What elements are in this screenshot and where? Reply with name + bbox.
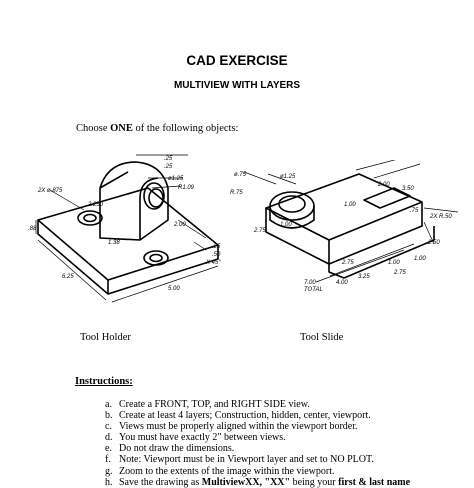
dim-label: R.75 bbox=[230, 190, 243, 196]
dim-label: .25 bbox=[164, 156, 173, 162]
list-item: e. Do not draw the dimensions. bbox=[105, 443, 470, 454]
instructions-heading: Instructions: bbox=[75, 376, 133, 387]
dim-label: 1.00 bbox=[280, 222, 292, 228]
instructions-list: a. Create a FRONT, TOP, and RIGHT SIDE vi… bbox=[105, 399, 470, 488]
dim-label: .25 bbox=[212, 244, 221, 250]
item-letter: d. bbox=[105, 432, 113, 444]
item-text: Create at least 4 layers; Construction, … bbox=[119, 410, 371, 422]
list-item: f. Note: Viewport must be in Viewport lay… bbox=[105, 454, 470, 465]
item-text: Note: Viewport must be in Viewport layer… bbox=[119, 454, 374, 466]
item-text: being your bbox=[290, 476, 339, 488]
dim-label: 3.50 bbox=[402, 186, 414, 192]
item-text: Zoom to the extents of the image within … bbox=[119, 465, 335, 477]
list-item: g. Zoom to the extents of the image withi… bbox=[105, 466, 470, 477]
dim-label: 2.75 bbox=[341, 260, 354, 266]
dim-label: .75 bbox=[410, 208, 419, 214]
dim-label: .88 bbox=[28, 226, 37, 232]
dim-label: 3.25 bbox=[358, 274, 370, 280]
list-item: h.Save the drawing as MultiviewXX, "XX" … bbox=[105, 477, 470, 488]
item-letter: a. bbox=[105, 399, 112, 410]
dim-label: 2X R.50 bbox=[429, 214, 452, 220]
dim-label: 5.00 bbox=[168, 286, 180, 292]
dim-label: R1.09 bbox=[178, 185, 195, 191]
item-letter: e. bbox=[105, 443, 112, 455]
dim-label: 7.00 bbox=[304, 280, 316, 286]
item-text: You must have exactly 2" between views. bbox=[119, 432, 286, 444]
tool-slide-caption: Tool Slide bbox=[300, 332, 344, 343]
dim-label: ø1.25 bbox=[280, 174, 296, 180]
list-item: d. You must have exactly 2" between views… bbox=[105, 432, 470, 443]
dim-label: TOTAL bbox=[304, 287, 323, 293]
tool-holder-caption: Tool Holder bbox=[80, 332, 131, 343]
tool-holder-drawing: .25 .25 ø1.25 R1.09 2X ø.875 2.250 .88 1… bbox=[28, 154, 221, 303]
list-item: c. Views must be properly aligned within … bbox=[105, 421, 470, 432]
choose-emphasis: ONE bbox=[110, 123, 133, 134]
item-text-bold: MultiviewXX, "XX" bbox=[201, 476, 291, 488]
dim-label: 6.25 bbox=[62, 274, 74, 280]
dim-label: 2.75 bbox=[393, 270, 406, 276]
item-text: Save the drawing as bbox=[119, 476, 202, 488]
item-text-bold: first & last name bbox=[338, 476, 411, 488]
choose-prompt: Choose ONE of the following objects: bbox=[76, 123, 238, 134]
dim-label: X 45° bbox=[205, 260, 221, 266]
dim-label: .50 bbox=[212, 252, 221, 258]
item-letter: h. bbox=[105, 476, 113, 488]
page-title: CAD EXERCISE bbox=[186, 53, 288, 68]
dim-label: 1.00 bbox=[388, 260, 400, 266]
choose-suffix: of the following objects: bbox=[132, 123, 239, 134]
item-text: Create a FRONT, TOP, and RIGHT SIDE view… bbox=[119, 399, 310, 410]
dim-label: 2.75 bbox=[253, 228, 266, 234]
dim-label: 2.00 bbox=[377, 182, 390, 188]
item-letter: c. bbox=[105, 421, 112, 433]
dim-label: 2.50 bbox=[427, 240, 440, 246]
dim-label: 2.250 bbox=[87, 202, 104, 208]
item-letter: b. bbox=[105, 410, 113, 422]
tool-slide-drawing: ø.75 ø1.25 R.75 2.00 3.50 1.00 .75 2X R.… bbox=[230, 160, 459, 293]
item-text: Do not draw the dimensions. bbox=[119, 443, 235, 455]
list-item: b. Create at least 4 layers; Construction… bbox=[105, 410, 470, 421]
item-text: Views must be properly aligned within th… bbox=[119, 421, 358, 433]
item-letter: f. bbox=[105, 454, 111, 466]
dim-label: 1.00 bbox=[344, 202, 356, 208]
dim-label: 4.00 bbox=[336, 280, 348, 286]
dim-label: 2X ø.875 bbox=[37, 188, 63, 194]
dim-label: 1.00 bbox=[414, 256, 426, 262]
dim-label: ø.75 bbox=[234, 172, 247, 178]
list-item: a. Create a FRONT, TOP, and RIGHT SIDE vi… bbox=[105, 399, 470, 410]
dim-label: 1.38 bbox=[108, 240, 120, 246]
dim-label: .25 bbox=[164, 164, 173, 170]
page-subtitle: MULTIVIEW WITH LAYERS bbox=[173, 80, 301, 91]
dim-label: ø1.25 bbox=[168, 176, 184, 182]
dim-label: 2.00 bbox=[173, 222, 186, 228]
choose-prefix: Choose bbox=[76, 123, 111, 134]
item-letter: g. bbox=[105, 465, 113, 477]
